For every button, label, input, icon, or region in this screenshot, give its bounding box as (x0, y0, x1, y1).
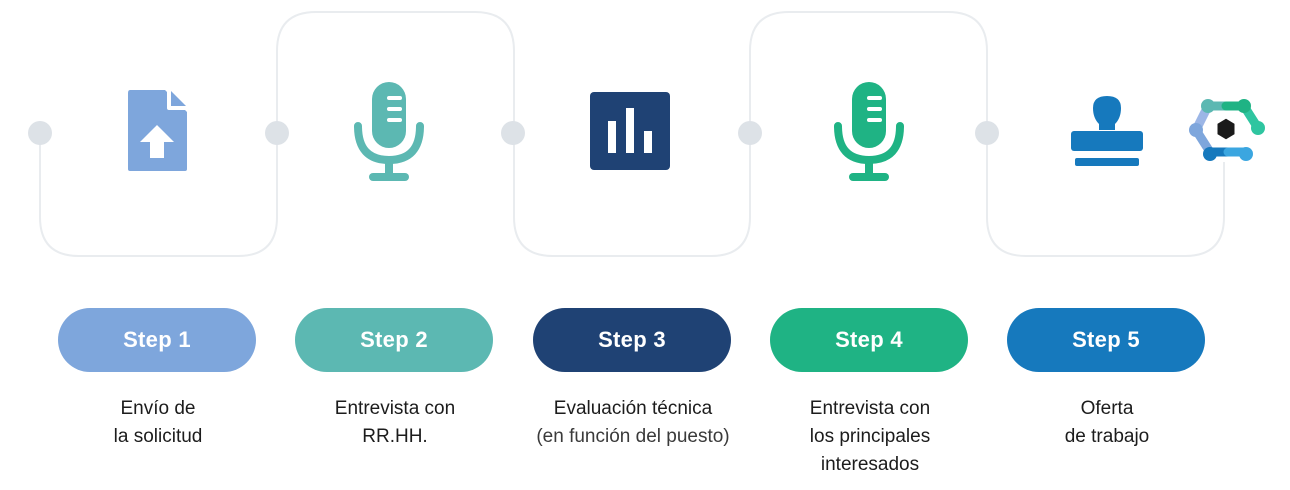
stamp-icon (1071, 96, 1143, 166)
step-3-description-line: Evaluación técnica (553, 398, 713, 419)
process-connector-line (39, 11, 1225, 257)
step-3-description-line: (en función del puesto) (536, 426, 730, 447)
step-1-description: Envío de la solicitud (38, 395, 278, 451)
step-4-connector-dot (738, 121, 762, 145)
hexagon-network-logo (1189, 99, 1265, 161)
microphone-icon (354, 82, 424, 181)
step-3-connector-dot (501, 121, 525, 145)
microphone-icon (834, 82, 904, 181)
step-1-description-line: Envío de (120, 398, 196, 419)
step-4-description: Entrevista con los principales interesad… (750, 395, 990, 479)
step-5-badge: Step 5 (1007, 308, 1205, 372)
bar-chart-icon (590, 92, 670, 170)
step-2-badge: Step 2 (295, 308, 493, 372)
step-3-badge: Step 3 (533, 308, 731, 372)
step-1-description-line: la solicitud (113, 426, 203, 447)
step-3-description: Evaluación técnica (en función del puest… (513, 395, 753, 451)
step-1-badge: Step 1 (58, 308, 256, 372)
step-2-description: Entrevista con RR.HH. (275, 395, 515, 451)
step-1-connector-dot (28, 121, 52, 145)
step-4-description-line: los principales (809, 426, 931, 447)
step-5-description-line: de trabajo (1064, 426, 1150, 447)
step-5-description-line: Oferta (1080, 398, 1134, 419)
step-5-connector-dot (975, 121, 999, 145)
step-4-description-line: interesados (820, 454, 920, 475)
step-2-description-line: Entrevista con (334, 398, 456, 419)
step-2-description-line: RR.HH. (362, 426, 428, 447)
step-4-badge: Step 4 (770, 308, 968, 372)
step-4-description-line: Entrevista con (809, 398, 931, 419)
step-5-description: Oferta de trabajo (987, 395, 1227, 451)
file-upload-icon (128, 90, 187, 171)
step-2-connector-dot (265, 121, 289, 145)
